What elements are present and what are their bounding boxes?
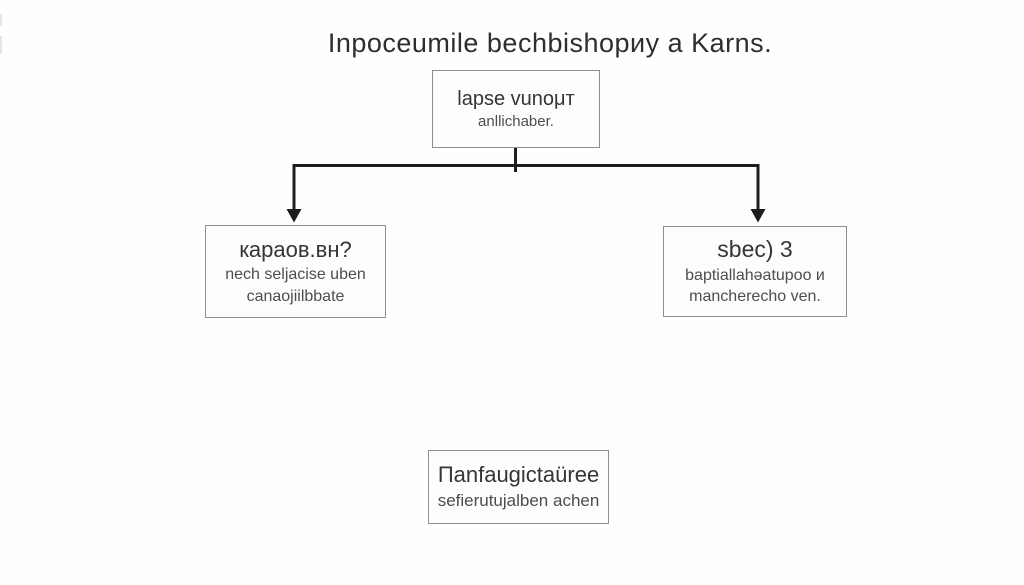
left-node-subtitle2: canaojiilbbate: [246, 287, 345, 305]
right-node: sbec) 3 baptiallahəatupoo и mancherecho …: [663, 226, 847, 317]
edge-artifact-mark: [0, 14, 2, 26]
right-node-subtitle: baptiallahəatupoo и: [685, 266, 825, 284]
bottom-node-subtitle: sefierutujalben achen: [437, 490, 600, 510]
left-node-subtitle: nech seljacise uben: [225, 266, 366, 284]
left-node-title: кapaoв.вн?: [239, 236, 352, 262]
root-node-title: lapse vunoμт: [457, 87, 575, 110]
edge-artifact-mark: [0, 36, 2, 54]
bottom-node: Пanfaugictaüree sefierutujalben achen: [428, 450, 609, 524]
left-node: кapaoв.вн? nech seljacise uben canaojiil…: [205, 225, 386, 318]
root-node-subtitle: anllichaber.: [478, 112, 554, 130]
arrow-down-icon: [750, 209, 766, 223]
arrow-down-icon: [286, 209, 302, 223]
right-node-subtitle2: mancherecho ven.: [689, 288, 821, 306]
bottom-node-title: Пanfaugictaüree: [437, 462, 600, 488]
diagram-title: Inpoceumile bechbishopиy a Karns.: [327, 28, 773, 58]
root-node: lapse vunoμт anllichaber.: [432, 70, 600, 148]
right-node-title: sbec) 3: [717, 235, 793, 262]
